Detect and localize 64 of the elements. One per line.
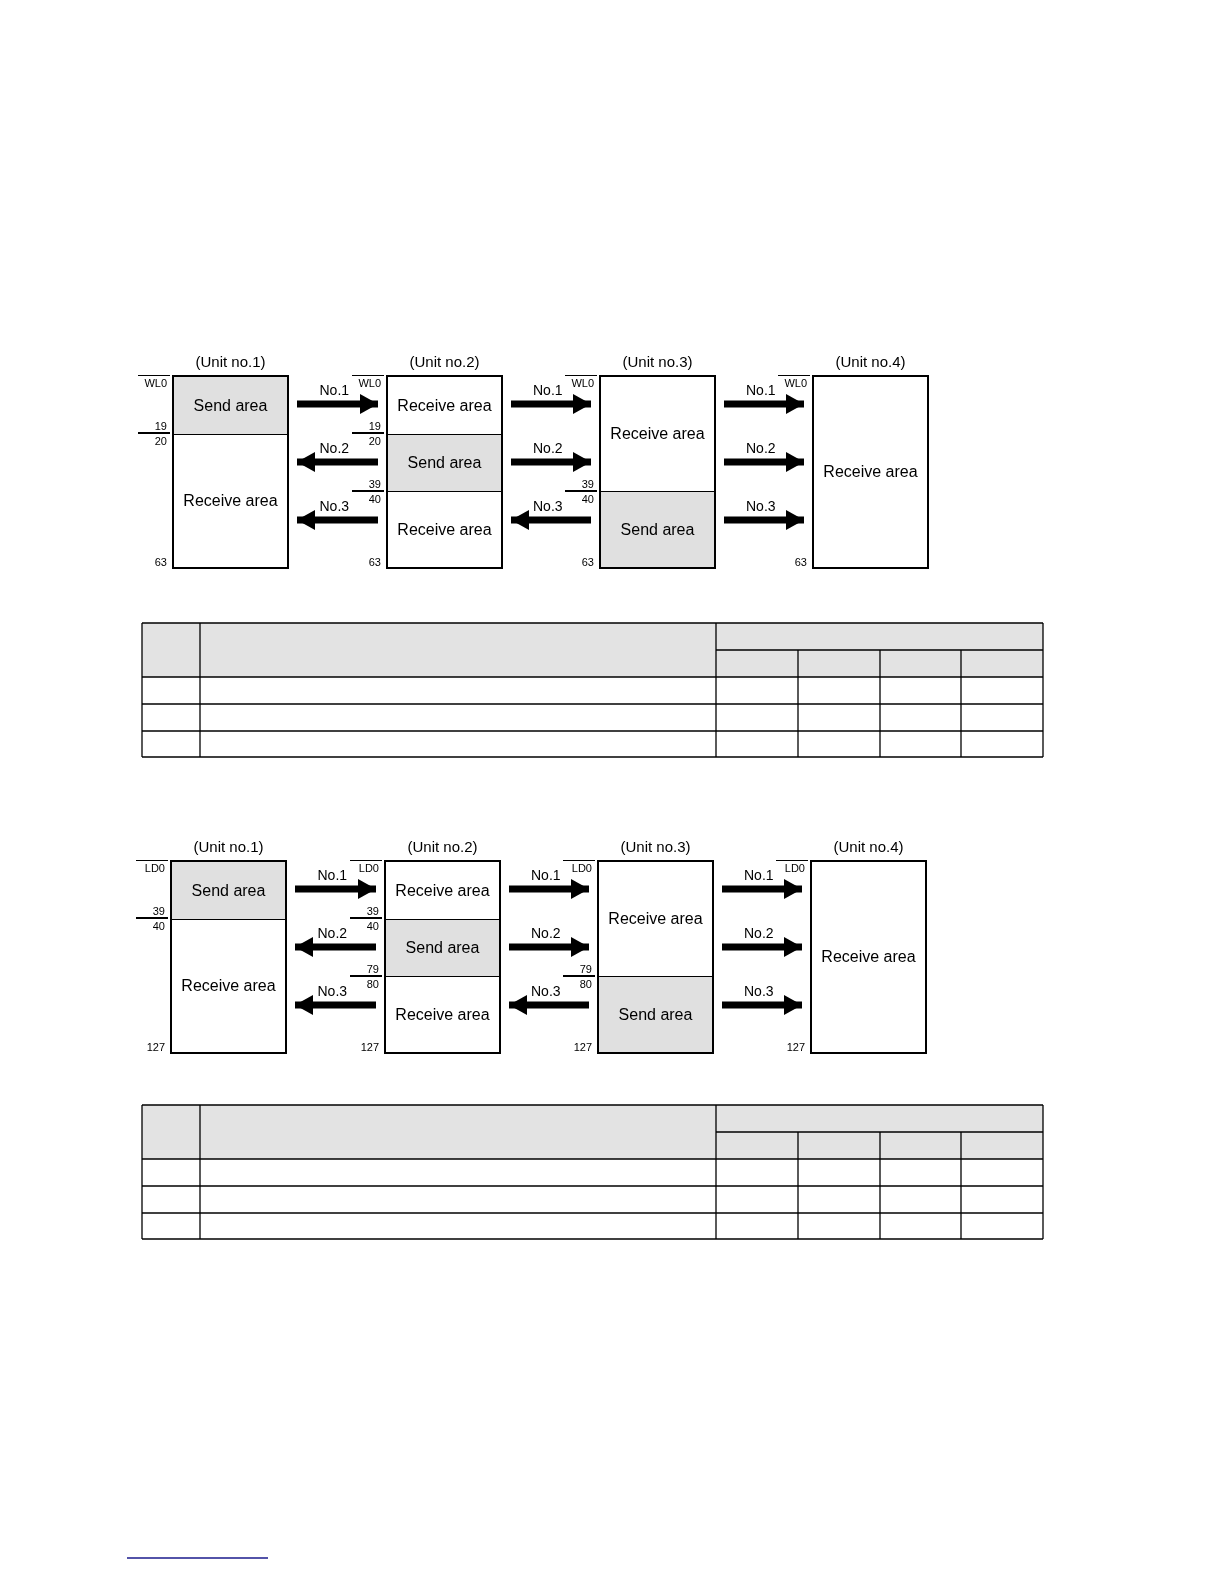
edge-label: No.3: [533, 498, 563, 514]
edge-label: No.3: [746, 498, 776, 514]
edge-label: No.2: [319, 440, 350, 456]
unit-heading: (Unit no.4): [835, 353, 906, 371]
address-label: 19: [138, 420, 170, 433]
address-label: 39: [565, 478, 597, 491]
address-label: 20: [352, 433, 384, 447]
address-label: 127: [785, 1041, 806, 1053]
memory-area: Send area: [388, 434, 501, 491]
address-label: 63: [153, 556, 168, 568]
address-label: 127: [359, 1041, 380, 1053]
unit-heading: (Unit no.2): [409, 353, 480, 371]
edge-label: No.2: [531, 925, 561, 941]
address-label: 40: [350, 918, 382, 932]
address-label: 127: [145, 1041, 166, 1053]
memory-area: Send area: [386, 919, 499, 976]
edge-label: No.1: [533, 382, 563, 398]
edge-label: No.2: [317, 925, 348, 941]
address-label: WL0: [565, 375, 597, 389]
address-label: 79: [563, 963, 595, 976]
address-label: 80: [350, 976, 382, 990]
edge-label: No.3: [319, 498, 350, 514]
edge-label: No.1: [531, 867, 561, 883]
address-label: 80: [563, 976, 595, 990]
address-label: 63: [367, 556, 382, 568]
address-label: 40: [565, 491, 597, 505]
edge-label: No.3: [744, 983, 774, 999]
edge-label: No.1: [319, 382, 350, 398]
memory-area: Send area: [601, 491, 714, 567]
unit-heading: (Unit no.1): [193, 838, 264, 856]
address-label: 39: [352, 478, 384, 491]
address-label: WL0: [352, 375, 384, 389]
address-label: WL0: [778, 375, 810, 389]
edge-label: No.3: [531, 983, 561, 999]
memory-area: Send area: [599, 976, 712, 1052]
unit-heading: (Unit no.1): [195, 353, 266, 371]
unit-heading: (Unit no.3): [622, 353, 693, 371]
address-label: 79: [350, 963, 382, 976]
edge-label: No.1: [744, 867, 774, 883]
address-label: 39: [136, 905, 168, 918]
address-label: 39: [350, 905, 382, 918]
edge-label: No.3: [317, 983, 348, 999]
memory-area: Send area: [172, 862, 285, 919]
edge-label: No.1: [746, 382, 776, 398]
address-label: 40: [136, 918, 168, 932]
edge-label: No.2: [744, 925, 774, 941]
address-label: LD0: [350, 860, 382, 874]
address-label: 40: [352, 491, 384, 505]
edge-label: No.2: [533, 440, 563, 456]
address-label: 63: [793, 556, 808, 568]
memory-area: Send area: [174, 377, 287, 434]
address-label: LD0: [776, 860, 808, 874]
edge-label: No.1: [317, 867, 348, 883]
address-label: 127: [572, 1041, 593, 1053]
unit-heading: (Unit no.2): [407, 838, 478, 856]
address-label: 19: [352, 420, 384, 433]
address-label: 63: [580, 556, 595, 568]
unit-heading: (Unit no.3): [620, 838, 691, 856]
address-label: 20: [138, 433, 170, 447]
unit-heading: (Unit no.4): [833, 838, 904, 856]
address-label: LD0: [563, 860, 595, 874]
address-label: WL0: [138, 375, 170, 389]
edge-label: No.2: [746, 440, 776, 456]
address-label: LD0: [136, 860, 168, 874]
